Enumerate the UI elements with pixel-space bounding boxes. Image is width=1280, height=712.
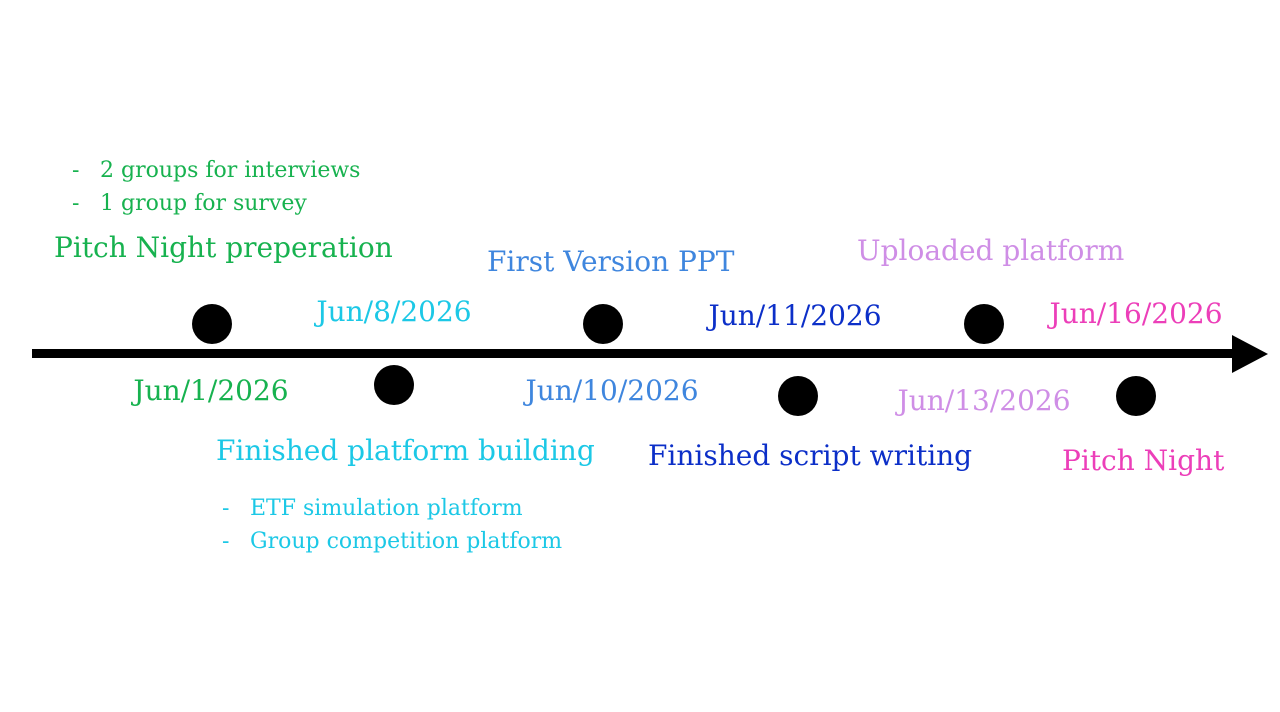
milestone-1-event: Pitch Night preperation	[54, 231, 393, 264]
milestone-2-notes: -ETF simulation platform -Group competit…	[222, 492, 562, 558]
timeline-axis	[32, 349, 1244, 358]
milestone-4-event: Finished script writing	[648, 439, 973, 472]
milestone-6-event: Pitch Night	[1062, 444, 1225, 477]
bullet-dash: -	[72, 191, 80, 216]
milestone-4-date: Jun/11/2026	[708, 299, 882, 332]
milestone-1-notes: -2 groups for interviews -1 group for su…	[72, 154, 360, 220]
milestone-5-date: Jun/13/2026	[897, 384, 1071, 417]
note-item: -1 group for survey	[72, 187, 360, 220]
milestone-marker-4	[778, 376, 818, 416]
note-item: -ETF simulation platform	[222, 492, 562, 525]
milestone-3-event: First Version PPT	[487, 245, 735, 278]
milestone-6-date: Jun/16/2026	[1049, 297, 1223, 330]
bullet-dash: -	[222, 529, 230, 554]
bullet-dash: -	[222, 496, 230, 521]
milestone-marker-3	[583, 304, 623, 344]
note-text: Group competition platform	[250, 529, 563, 554]
milestone-5-event: Uploaded platform	[857, 234, 1125, 267]
note-text: 1 group for survey	[100, 191, 307, 216]
milestone-2-date: Jun/8/2026	[316, 295, 472, 328]
arrow-right-icon	[1232, 335, 1268, 373]
milestone-2-event: Finished platform building	[216, 434, 595, 467]
milestone-1-date: Jun/1/2026	[133, 374, 289, 407]
milestone-3-date: Jun/10/2026	[525, 374, 699, 407]
bullet-dash: -	[72, 158, 80, 183]
note-text: 2 groups for interviews	[100, 158, 361, 183]
note-item: -2 groups for interviews	[72, 154, 360, 187]
note-item: -Group competition platform	[222, 525, 562, 558]
milestone-marker-5	[964, 304, 1004, 344]
milestone-marker-2	[374, 365, 414, 405]
note-text: ETF simulation platform	[250, 496, 523, 521]
milestone-marker-1	[192, 304, 232, 344]
milestone-marker-6	[1116, 376, 1156, 416]
